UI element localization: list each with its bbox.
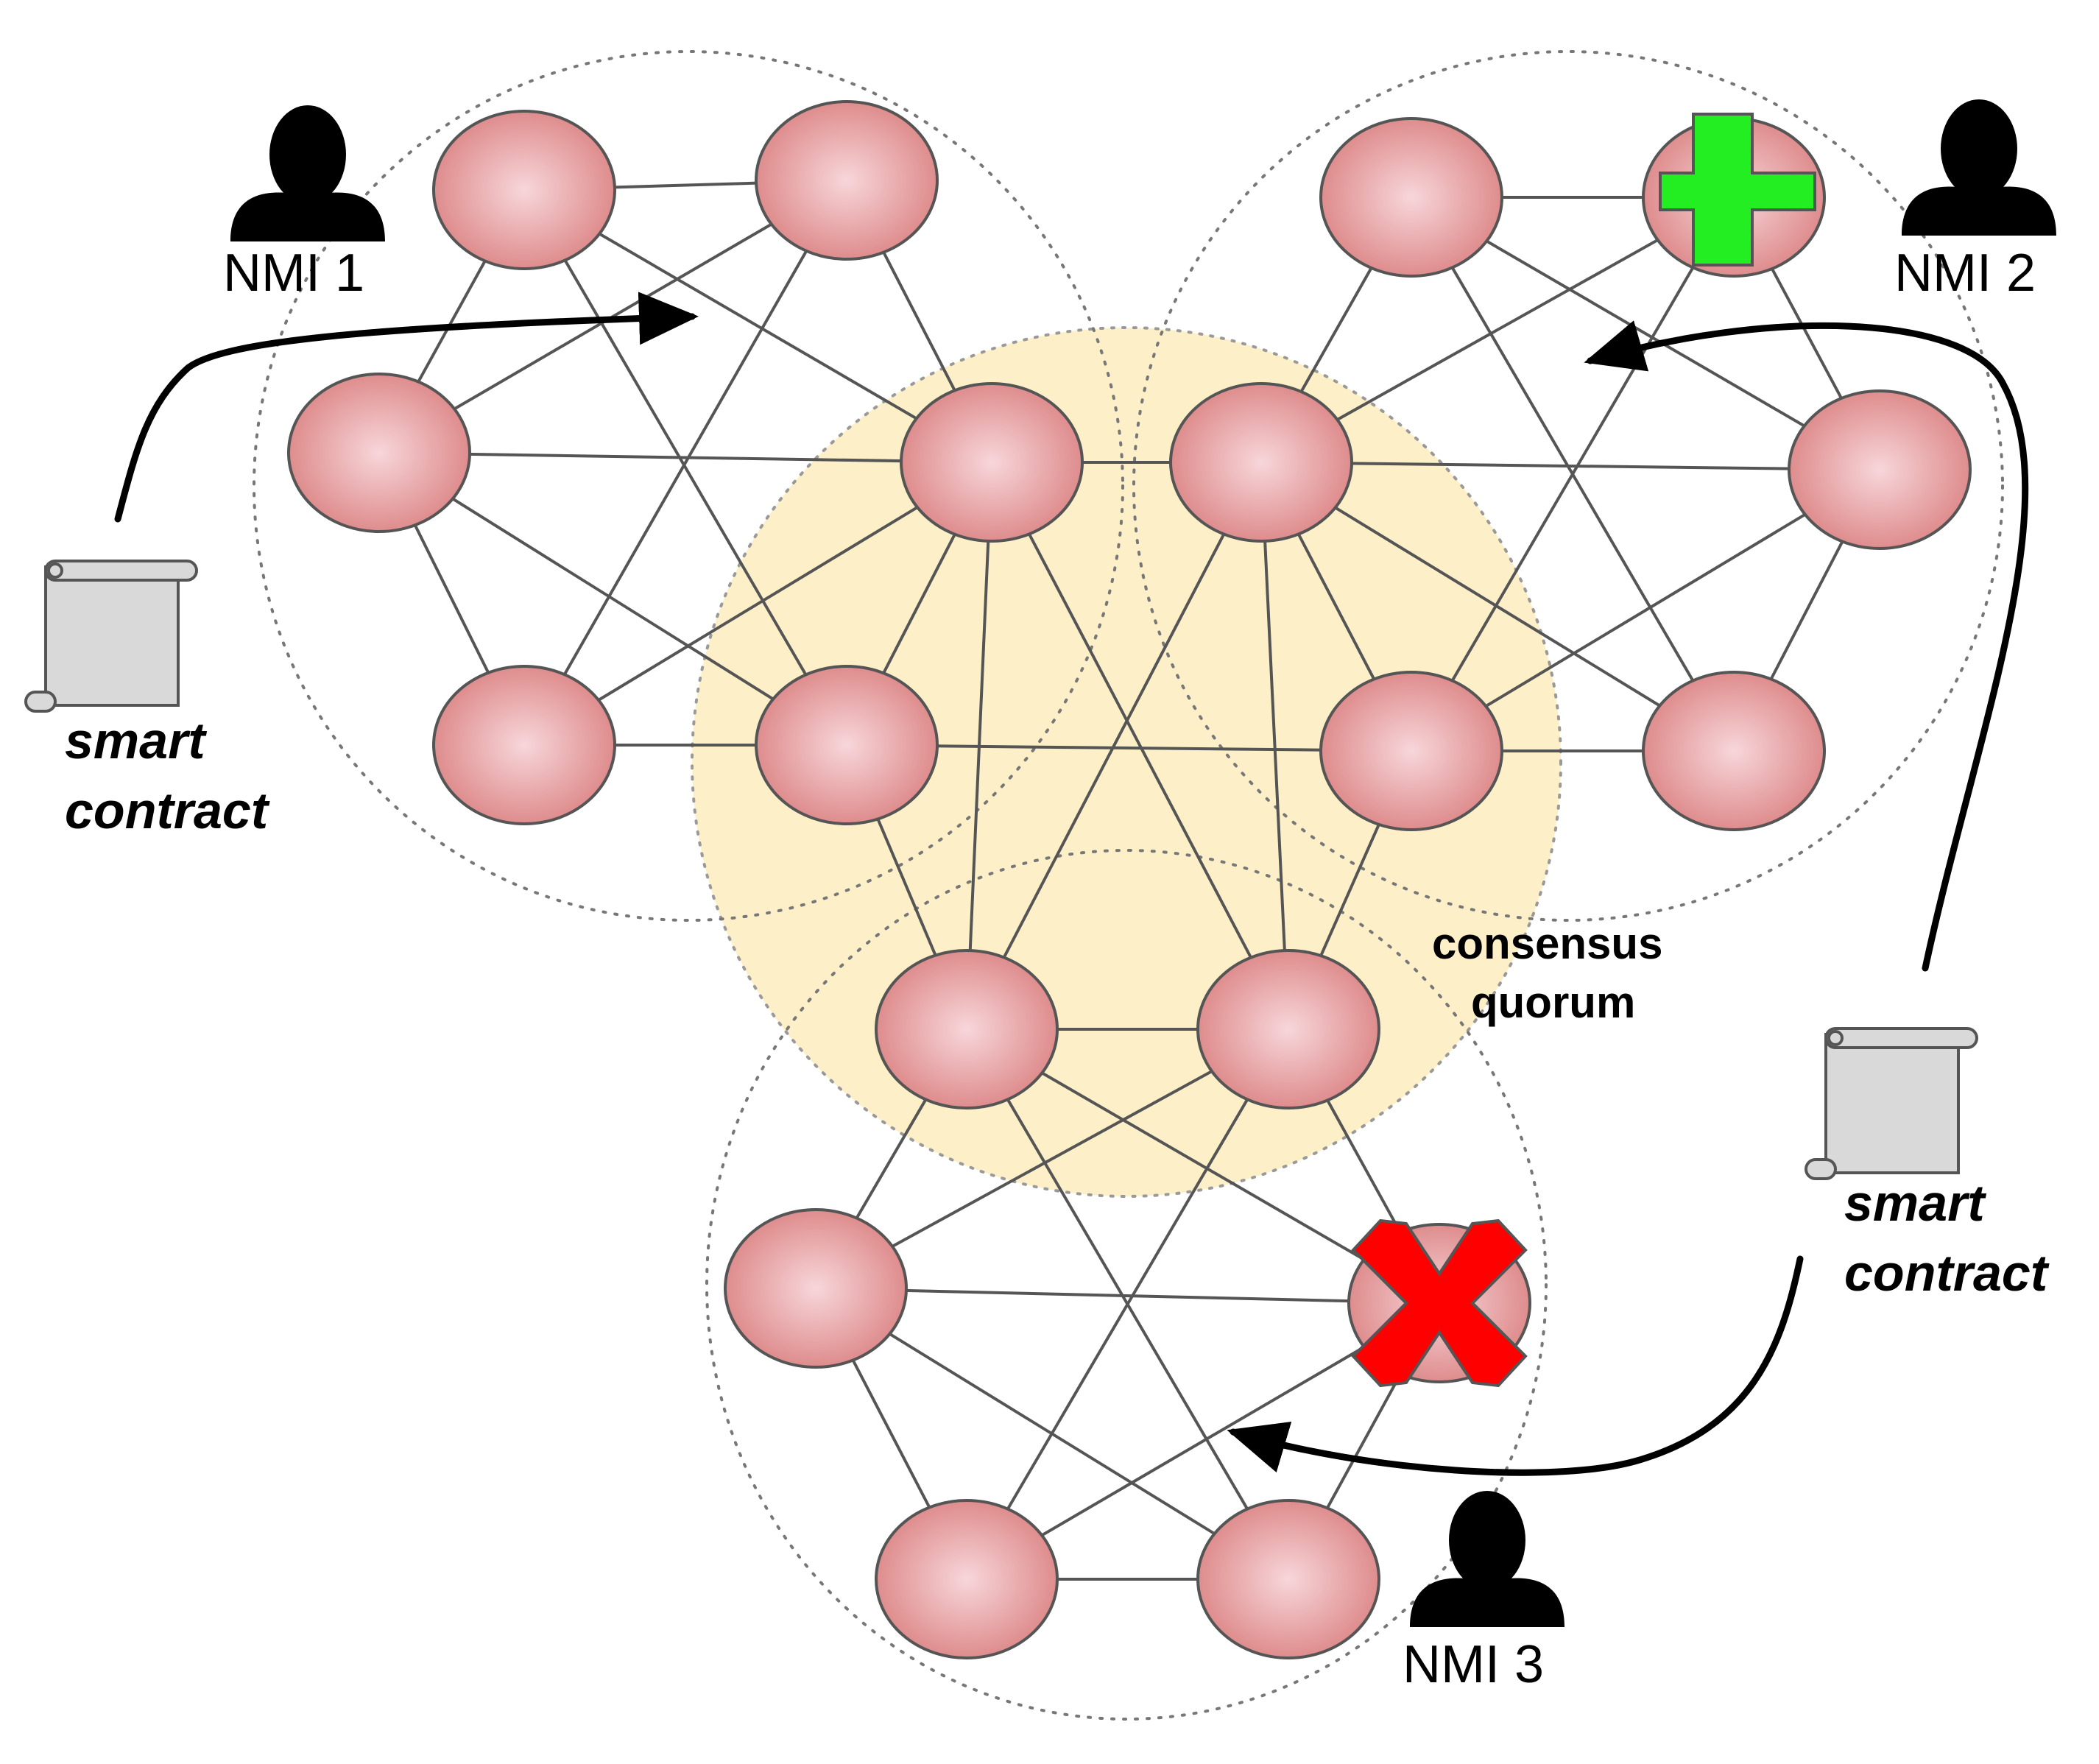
node-A1 bbox=[432, 110, 616, 270]
scroll-icon bbox=[1805, 1027, 1978, 1180]
edge-A2-A5 bbox=[523, 180, 848, 746]
user-icon bbox=[1410, 1491, 1564, 1627]
node-C1 bbox=[875, 949, 1059, 1109]
edge-B4-B5 bbox=[1410, 468, 1881, 752]
nmi-3-label: NMI 3 bbox=[1403, 1635, 1544, 1694]
node-A6 bbox=[755, 665, 939, 825]
node-B3 bbox=[1169, 382, 1353, 543]
edge-A3-A4 bbox=[378, 451, 992, 464]
node-A3 bbox=[287, 373, 471, 533]
edge-B3-B4 bbox=[1260, 461, 1880, 471]
cluster-boundaries bbox=[253, 50, 2004, 1721]
node-C5 bbox=[875, 1499, 1059, 1659]
node-B6 bbox=[1642, 671, 1826, 831]
edge-B3-B6 bbox=[1260, 461, 1735, 752]
node-B1 bbox=[1319, 117, 1503, 278]
node-A5 bbox=[432, 665, 616, 825]
edge-C2-C3 bbox=[815, 1028, 1289, 1290]
cluster-2-boundary bbox=[1132, 50, 2004, 922]
smart-contract-left-line2: contract bbox=[65, 782, 270, 839]
edge-B3-C2 bbox=[1260, 462, 1290, 1030]
x-marker bbox=[1351, 1218, 1528, 1388]
smart-contract-right-line2: contract bbox=[1844, 1244, 2050, 1302]
edge-A4-A5 bbox=[523, 461, 993, 747]
contract-arrows bbox=[114, 292, 2029, 1476]
node-B5 bbox=[1319, 671, 1503, 831]
scroll-icon bbox=[24, 560, 198, 713]
node-C6 bbox=[1196, 1499, 1380, 1659]
node-C3 bbox=[724, 1208, 908, 1369]
edge-A1-A4 bbox=[523, 188, 993, 464]
user-icon bbox=[1902, 99, 2056, 236]
nmi-2-label: NMI 2 bbox=[1894, 244, 2036, 303]
arrow-contract-right-bottom bbox=[1227, 1255, 1804, 1476]
smart-contract-right-line1: smart bbox=[1844, 1174, 1986, 1232]
node-C2 bbox=[1196, 949, 1380, 1109]
node-A4 bbox=[900, 382, 1084, 543]
consensus-quorum-label-line2: quorum bbox=[1471, 978, 1635, 1027]
edge-A4-C2 bbox=[990, 462, 1290, 1030]
edge-C3-C6 bbox=[814, 1287, 1290, 1581]
plus-marker bbox=[1659, 113, 1816, 267]
cluster-1-boundary bbox=[253, 50, 1124, 922]
edge-A3-A6 bbox=[378, 451, 848, 747]
edge-C3-C4 bbox=[815, 1287, 1440, 1305]
cluster-3-boundary bbox=[705, 849, 1548, 1721]
edge-B2-B5 bbox=[1410, 196, 1735, 752]
consensus-quorum-label-line1: consensus bbox=[1432, 919, 1662, 968]
edge-A1-A6 bbox=[523, 188, 848, 747]
node-B4 bbox=[1788, 389, 1972, 550]
nmi-1-label: NMI 1 bbox=[223, 244, 364, 303]
arrow-contract-left bbox=[114, 292, 699, 523]
user-icon bbox=[230, 105, 385, 241]
edge-C2-C5 bbox=[965, 1028, 1290, 1581]
edge-B3-C1 bbox=[965, 462, 1263, 1030]
arrow-contract-right-top bbox=[1584, 320, 2029, 972]
edge-A6-B5 bbox=[846, 744, 1412, 752]
smart-contract-left-line1: smart bbox=[65, 712, 207, 769]
edge-B2-B3 bbox=[1260, 196, 1735, 464]
node-A2 bbox=[755, 100, 939, 261]
edge-A4-C1 bbox=[965, 462, 993, 1030]
